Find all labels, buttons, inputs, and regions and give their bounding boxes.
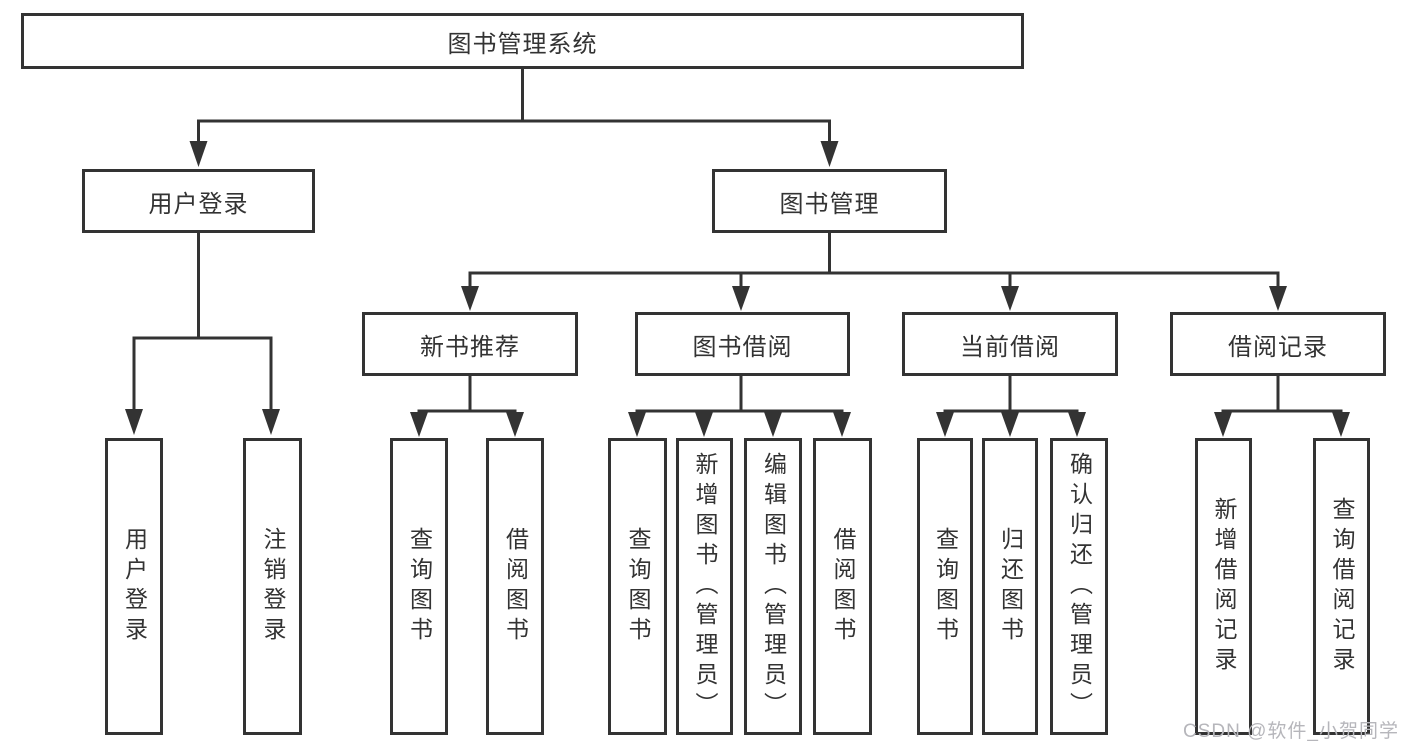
node-user-login: 用户登录 (82, 169, 315, 233)
leaf-edit-books-admin: 编辑图书（管理员） (744, 438, 802, 735)
node-borrowing-records: 借阅记录 (1170, 312, 1386, 376)
node-current-borrowing: 当前借阅 (902, 312, 1118, 376)
leaf-query-books-current: 查询图书 (917, 438, 973, 735)
connector-root-to-level2 (189, 69, 839, 167)
node-new-book-recommend: 新书推荐 (362, 312, 578, 376)
leaf-borrow-books-recommend: 借阅图书 (486, 438, 544, 735)
leaf-query-books-borrowing: 查询图书 (608, 438, 667, 735)
leaf-query-borrow-record: 查询借阅记录 (1313, 438, 1370, 735)
leaf-query-books-recommend: 查询图书 (390, 438, 448, 735)
leaf-borrow-books-borrowing: 借阅图书 (813, 438, 872, 735)
connector-borrowing-records-to-children (1214, 376, 1350, 437)
leaf-logout-login: 注销登录 (243, 438, 302, 735)
connector-user-login-to-children (125, 233, 280, 435)
connector-book-management-to-level3 (461, 233, 1287, 311)
leaf-return-books: 归还图书 (982, 438, 1038, 735)
connector-current-borrowing-to-children (936, 376, 1086, 437)
leaf-add-books-admin: 新增图书（管理员） (676, 438, 733, 735)
leaf-confirm-return-admin: 确认归还（管理员） (1050, 438, 1108, 735)
node-book-management: 图书管理 (712, 169, 947, 233)
csdn-watermark: CSDN @软件_小贺同学 (1183, 721, 1399, 742)
connector-new-book-recommend-to-children (410, 376, 524, 437)
node-library-management-system: 图书管理系统 (21, 13, 1024, 69)
leaf-user-login: 用户登录 (105, 438, 163, 735)
leaf-add-borrow-record: 新增借阅记录 (1195, 438, 1252, 735)
node-book-borrowing: 图书借阅 (635, 312, 850, 376)
connector-book-borrowing-to-children (628, 376, 851, 437)
